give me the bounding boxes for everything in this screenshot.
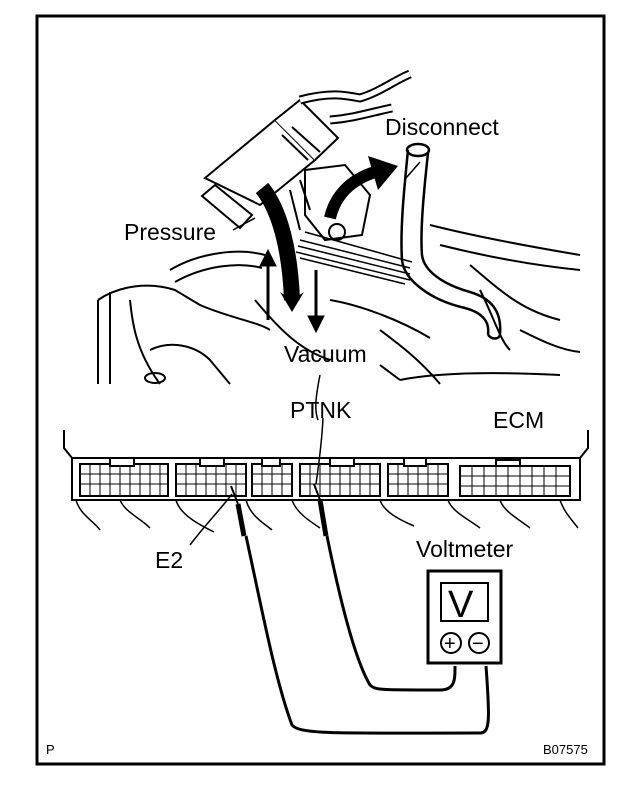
voltmeter-symbol: V [448,584,474,626]
label-pressure: Pressure [124,219,216,245]
pressure-hose [255,182,304,312]
ecm-connector [63,430,589,501]
label-voltmeter: Voltmeter [416,536,513,562]
label-e2: E2 [155,547,183,573]
vacuum-hose [400,142,502,340]
label-ptnk: PTNK [290,397,352,423]
pressure-arrow [259,248,277,320]
disconnect-arrow [324,156,398,220]
hatched-region [295,231,413,285]
voltmeter-device [426,569,503,665]
pressure-sensor [200,69,412,230]
vacuum-arrow [307,270,325,334]
probe-e2 [230,485,247,537]
minus-terminal: − [472,633,484,655]
probe-ptnk [313,483,329,537]
label-disconnect: Disconnect [385,114,499,140]
diagram-frame [35,14,606,766]
label-vacuum: Vacuum [284,341,367,367]
engine-illustration [97,163,581,385]
label-ecm: ECM [493,407,544,433]
harness-wires [75,499,579,533]
corner-letter: P [46,742,55,757]
leader-lines [189,161,421,546]
test-leads [244,535,490,735]
figure-code: B07575 [543,742,588,757]
plus-terminal: + [444,633,456,655]
